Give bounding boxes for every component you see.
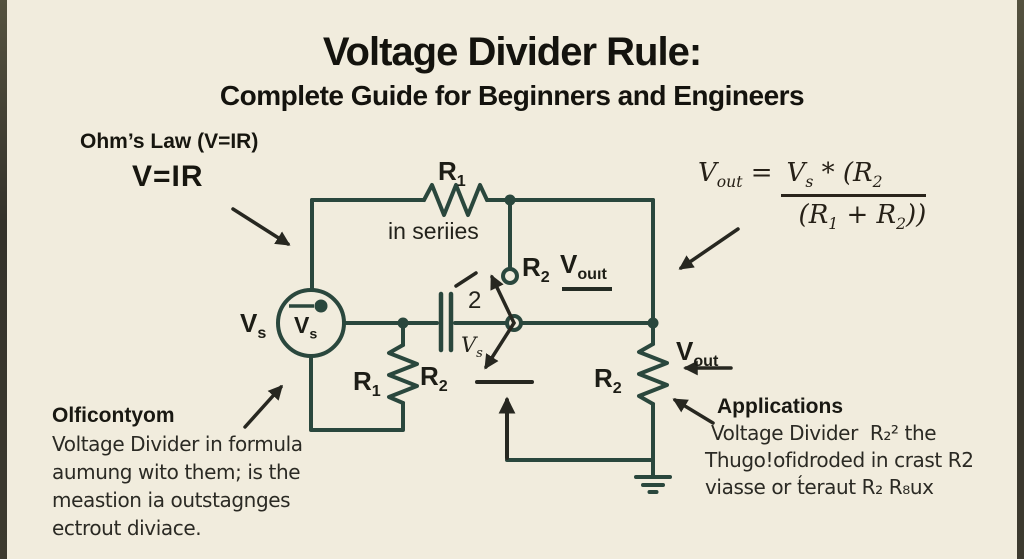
junction-dot — [397, 317, 409, 329]
explanation-line: Voltage Divider in formula — [52, 432, 303, 456]
label-switch-number: 2 — [468, 287, 482, 314]
ground-icon — [634, 475, 672, 494]
resistor-mid-symbol — [387, 343, 419, 405]
label-r2-mid: R2 — [420, 361, 448, 396]
right-edge-bar — [1017, 0, 1024, 559]
left-edge-bar — [0, 0, 7, 559]
circuit-wires — [276, 183, 672, 494]
ohms-law-heading: Ohm’s Law (V=IR) — [80, 130, 259, 153]
applications-heading: Applications — [717, 395, 844, 418]
explanation-heading: Olficontyom — [52, 404, 175, 427]
label-r2-tap: R2 — [522, 252, 550, 287]
switch-upper-arrow — [454, 271, 516, 325]
ohms-law-formula: V=IR — [132, 160, 204, 193]
open-node — [501, 267, 519, 285]
applications-line: viasse or t́eraut R₂ R₈ux — [705, 475, 934, 499]
arrow-to-source-left — [231, 207, 291, 246]
source-pointer-icon — [289, 299, 328, 313]
capacitor-symbol — [438, 291, 454, 353]
formula-denominator: (R1 + R2)) — [798, 200, 927, 234]
page-subtitle: Complete Guide for Beginners and Enginee… — [219, 80, 805, 111]
annotation-arrows — [231, 207, 740, 460]
label-vout-tap: Vouıt — [560, 249, 607, 284]
explanation-line: meastion ia outstagnges — [52, 488, 291, 512]
arrow-from-explanation — [243, 384, 283, 429]
label-vs-switch: Vs — [461, 333, 483, 362]
label-vs-outer: Vs — [240, 308, 267, 343]
resistor-r2-symbol — [637, 342, 669, 406]
vout-tap-underline — [562, 287, 612, 291]
label-in-series: in seriies — [388, 218, 479, 244]
applications-line: Voltage Divider R₂² the — [705, 421, 937, 445]
page-title: Voltage Divider Rule: — [322, 30, 702, 74]
junction-dot — [504, 194, 516, 206]
formula-fraction: Vs * (R2 (R1 + R2)) — [780, 158, 927, 234]
label-vs-inner: Vs — [294, 312, 318, 343]
label-vout-right: Vout — [676, 336, 719, 371]
explanation-text: Voltage Divider in formula aumung wito t… — [52, 430, 303, 542]
label-r1-top: R1 — [438, 156, 466, 191]
resistor-r1-symbol — [422, 183, 489, 217]
applications-text: Voltage Divider R₂² the Thugo!ofidroded … — [705, 420, 974, 501]
label-r2-right: R2 — [594, 363, 622, 398]
applications-arrow — [672, 398, 715, 425]
formula-numerator: Vs * (R2 — [780, 158, 927, 198]
arrow-from-formula — [678, 227, 740, 270]
junction-dot — [647, 317, 659, 329]
label-r1-mid: R1 — [353, 366, 381, 401]
explanation-line: ectrout diviace. — [52, 516, 202, 540]
explanation-line: aumung wito them; is the — [52, 460, 301, 484]
applications-line: Thugo!ofidroded in crast R2 — [705, 448, 974, 472]
switch-lower-arrow — [475, 321, 534, 384]
formula-lhs: Vout = — [698, 158, 773, 192]
voltage-divider-formula: Vout = Vs * (R2 (R1 + R2)) — [698, 158, 927, 234]
